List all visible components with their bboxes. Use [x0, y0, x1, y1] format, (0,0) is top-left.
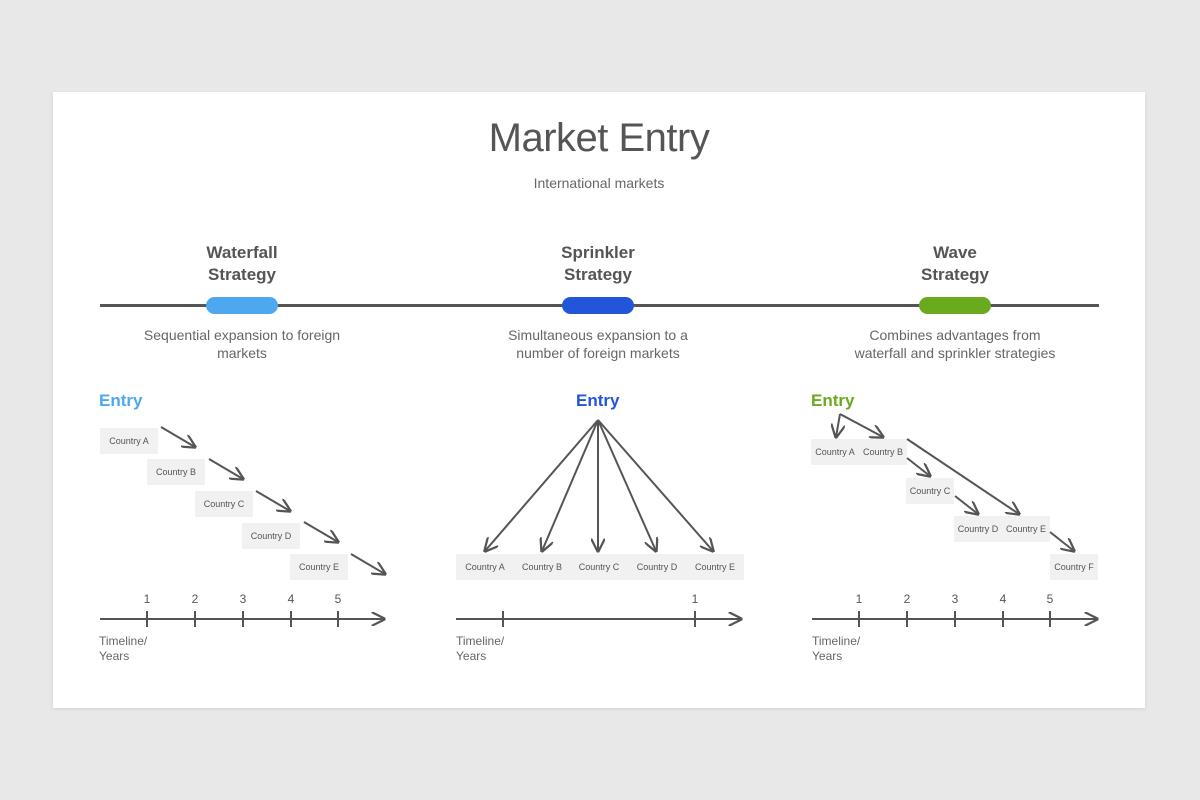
waterfall-country-a: Country A	[100, 428, 158, 454]
waterfall-title: Waterfall Strategy	[132, 242, 352, 286]
sprinkler-title-line2: Strategy	[563, 265, 633, 284]
wave-title-line2: Strategy	[920, 265, 990, 284]
sprinkler-tick-1: 1	[691, 592, 699, 606]
waterfall-timeline-line2: Years	[99, 649, 130, 663]
wave-arrow-c-d	[954, 495, 978, 514]
wave-timeline-line2: Years	[812, 649, 843, 663]
wave-tick-4: 4	[999, 592, 1007, 606]
waterfall-timeline-label: Timeline/ Years	[99, 634, 147, 664]
waterfall-tick-4: 4	[287, 592, 295, 606]
sprinkler-title: Sprinkler Strategy	[488, 242, 708, 286]
wave-desc-line2: waterfall and sprinkler strategies	[854, 345, 1056, 361]
wave-entry-label: Entry	[811, 391, 855, 410]
waterfall-title-line1: Waterfall	[206, 243, 278, 262]
sprinkler-country-b: Country B	[513, 554, 571, 580]
waterfall-desc-line1: Sequential expansion to foreign	[143, 327, 341, 343]
waterfall-country-c: Country C	[195, 491, 253, 517]
wave-arrow-b	[839, 413, 883, 437]
wave-country-c: Country C	[906, 478, 954, 504]
wave-arrow-b-c	[906, 457, 930, 476]
page-subtitle: International markets	[533, 175, 665, 191]
sprinkler-country-e: Country E	[686, 554, 744, 580]
wave-country-b: Country B	[859, 439, 907, 465]
waterfall-arrow-d-e	[303, 521, 338, 542]
wave-pill	[919, 297, 991, 314]
sprinkler-pill	[562, 297, 634, 314]
waterfall-tick-5: 5	[334, 592, 342, 606]
waterfall-arrow-a-b	[160, 426, 195, 447]
wave-title: Wave Strategy	[845, 242, 1065, 286]
wave-tick-3: 3	[951, 592, 959, 606]
waterfall-country-e: Country E	[290, 554, 348, 580]
wave-arrow-a	[836, 413, 840, 437]
waterfall-pill	[206, 297, 278, 314]
wave-country-f: Country F	[1050, 554, 1098, 580]
wave-title-line1: Wave	[933, 243, 977, 262]
wave-tick-2: 2	[903, 592, 911, 606]
connector-arrows	[100, 413, 1145, 627]
sprinkler-timeline-line1: Timeline/	[456, 634, 505, 648]
waterfall-desc-line2: markets	[217, 345, 267, 361]
sprinkler-timeline-label: Timeline/ Years	[456, 634, 504, 664]
sprinkler-country-d: Country D	[628, 554, 686, 580]
waterfall-country-b: Country B	[147, 459, 205, 485]
sprinkler-desc-line1: Simultaneous expansion to a	[508, 327, 688, 343]
wave-arrow-b-e	[906, 438, 1019, 514]
wave-desc-line1: Combines advantages from	[869, 327, 1041, 343]
waterfall-country-d: Country D	[242, 523, 300, 549]
sprinkler-arrow-a	[485, 419, 599, 551]
slide: Market Entry International markets Water…	[53, 92, 1145, 708]
sprinkler-timeline-line2: Years	[456, 649, 487, 663]
waterfall-tick-1: 1	[143, 592, 151, 606]
sprinkler-desc-line2: number of foreign markets	[516, 345, 680, 361]
wave-tick-1: 1	[855, 592, 863, 606]
wave-country-e: Country E	[1002, 516, 1050, 542]
sprinkler-title-line1: Sprinkler	[561, 243, 635, 262]
waterfall-description: Sequential expansion to foreign markets	[92, 326, 392, 362]
sprinkler-entry-label: Entry	[576, 391, 620, 410]
waterfall-timeline-line1: Timeline/	[99, 634, 148, 648]
waterfall-arrow-c-d	[255, 490, 290, 511]
sprinkler-country-c: Country C	[570, 554, 628, 580]
wave-arrow-e-f	[1049, 531, 1074, 551]
wave-country-d: Country D	[954, 516, 1002, 542]
sprinkler-arrow-e	[597, 419, 713, 551]
wave-country-a: Country A	[811, 439, 859, 465]
page-title: Market Entry	[488, 116, 710, 160]
waterfall-arrow-e-out	[350, 553, 385, 574]
wave-timeline-label: Timeline/ Years	[812, 634, 860, 664]
sprinkler-arrow-b	[542, 419, 599, 551]
waterfall-arrow-b-c	[208, 458, 243, 479]
waterfall-tick-3: 3	[239, 592, 247, 606]
wave-timeline-line1: Timeline/	[812, 634, 861, 648]
waterfall-title-line2: Strategy	[207, 265, 277, 284]
waterfall-tick-2: 2	[191, 592, 199, 606]
sprinkler-country-a: Country A	[456, 554, 514, 580]
sprinkler-arrow-d	[597, 419, 656, 551]
wave-tick-5: 5	[1046, 592, 1054, 606]
waterfall-entry-label: Entry	[99, 391, 143, 410]
sprinkler-description: Simultaneous expansion to a number of fo…	[448, 326, 748, 362]
wave-description: Combines advantages from waterfall and s…	[805, 326, 1105, 362]
